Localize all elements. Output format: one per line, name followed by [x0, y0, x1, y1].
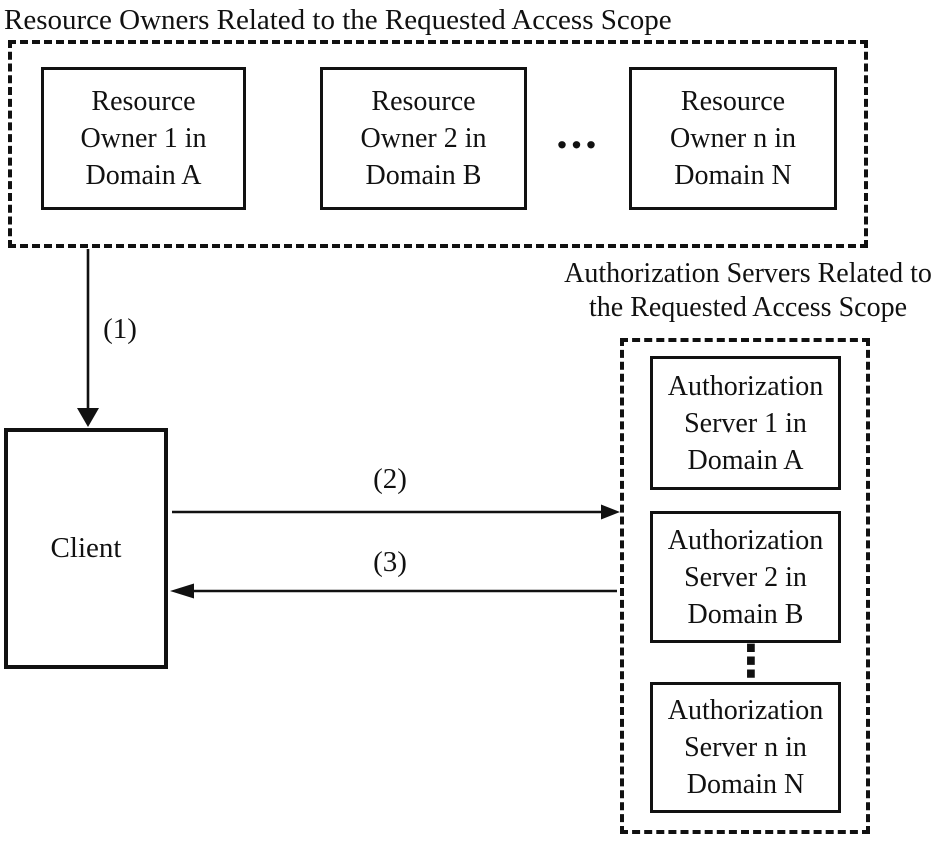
authorization-servers-group-border	[620, 338, 870, 834]
arrow-3	[170, 583, 617, 599]
authorization-server-1-box: Authorization Server 1 in Domain A	[650, 356, 841, 490]
arrow-2	[172, 504, 620, 520]
authorization-servers-ellipsis: ⋮	[729, 636, 773, 687]
arrow-1-head-icon	[77, 408, 99, 427]
client-box: Client	[4, 428, 168, 669]
authorization-server-n-box: Authorization Server n in Domain N	[650, 682, 841, 813]
arrow-2-label: (2)	[373, 463, 407, 495]
resource-owner-2-box: Resource Owner 2 in Domain B	[320, 67, 527, 210]
resource-owners-title: Resource Owners Related to the Requested…	[4, 4, 672, 36]
arrow-3-label: (3)	[373, 546, 407, 578]
resource-owner-n-box: Resource Owner n in Domain N	[629, 67, 837, 210]
authorization-servers-title: Authorization Servers Related to the Req…	[564, 258, 932, 323]
resource-owners-group-border	[8, 40, 868, 248]
arrow-1-label: (1)	[103, 313, 137, 345]
authorization-server-2-box: Authorization Server 2 in Domain B	[650, 511, 841, 643]
arrow-2-head-icon	[601, 504, 620, 520]
resource-owner-1-box: Resource Owner 1 in Domain A	[41, 67, 246, 210]
resource-owners-ellipsis: ...	[556, 107, 600, 158]
arrow-3-head-icon	[170, 583, 194, 599]
